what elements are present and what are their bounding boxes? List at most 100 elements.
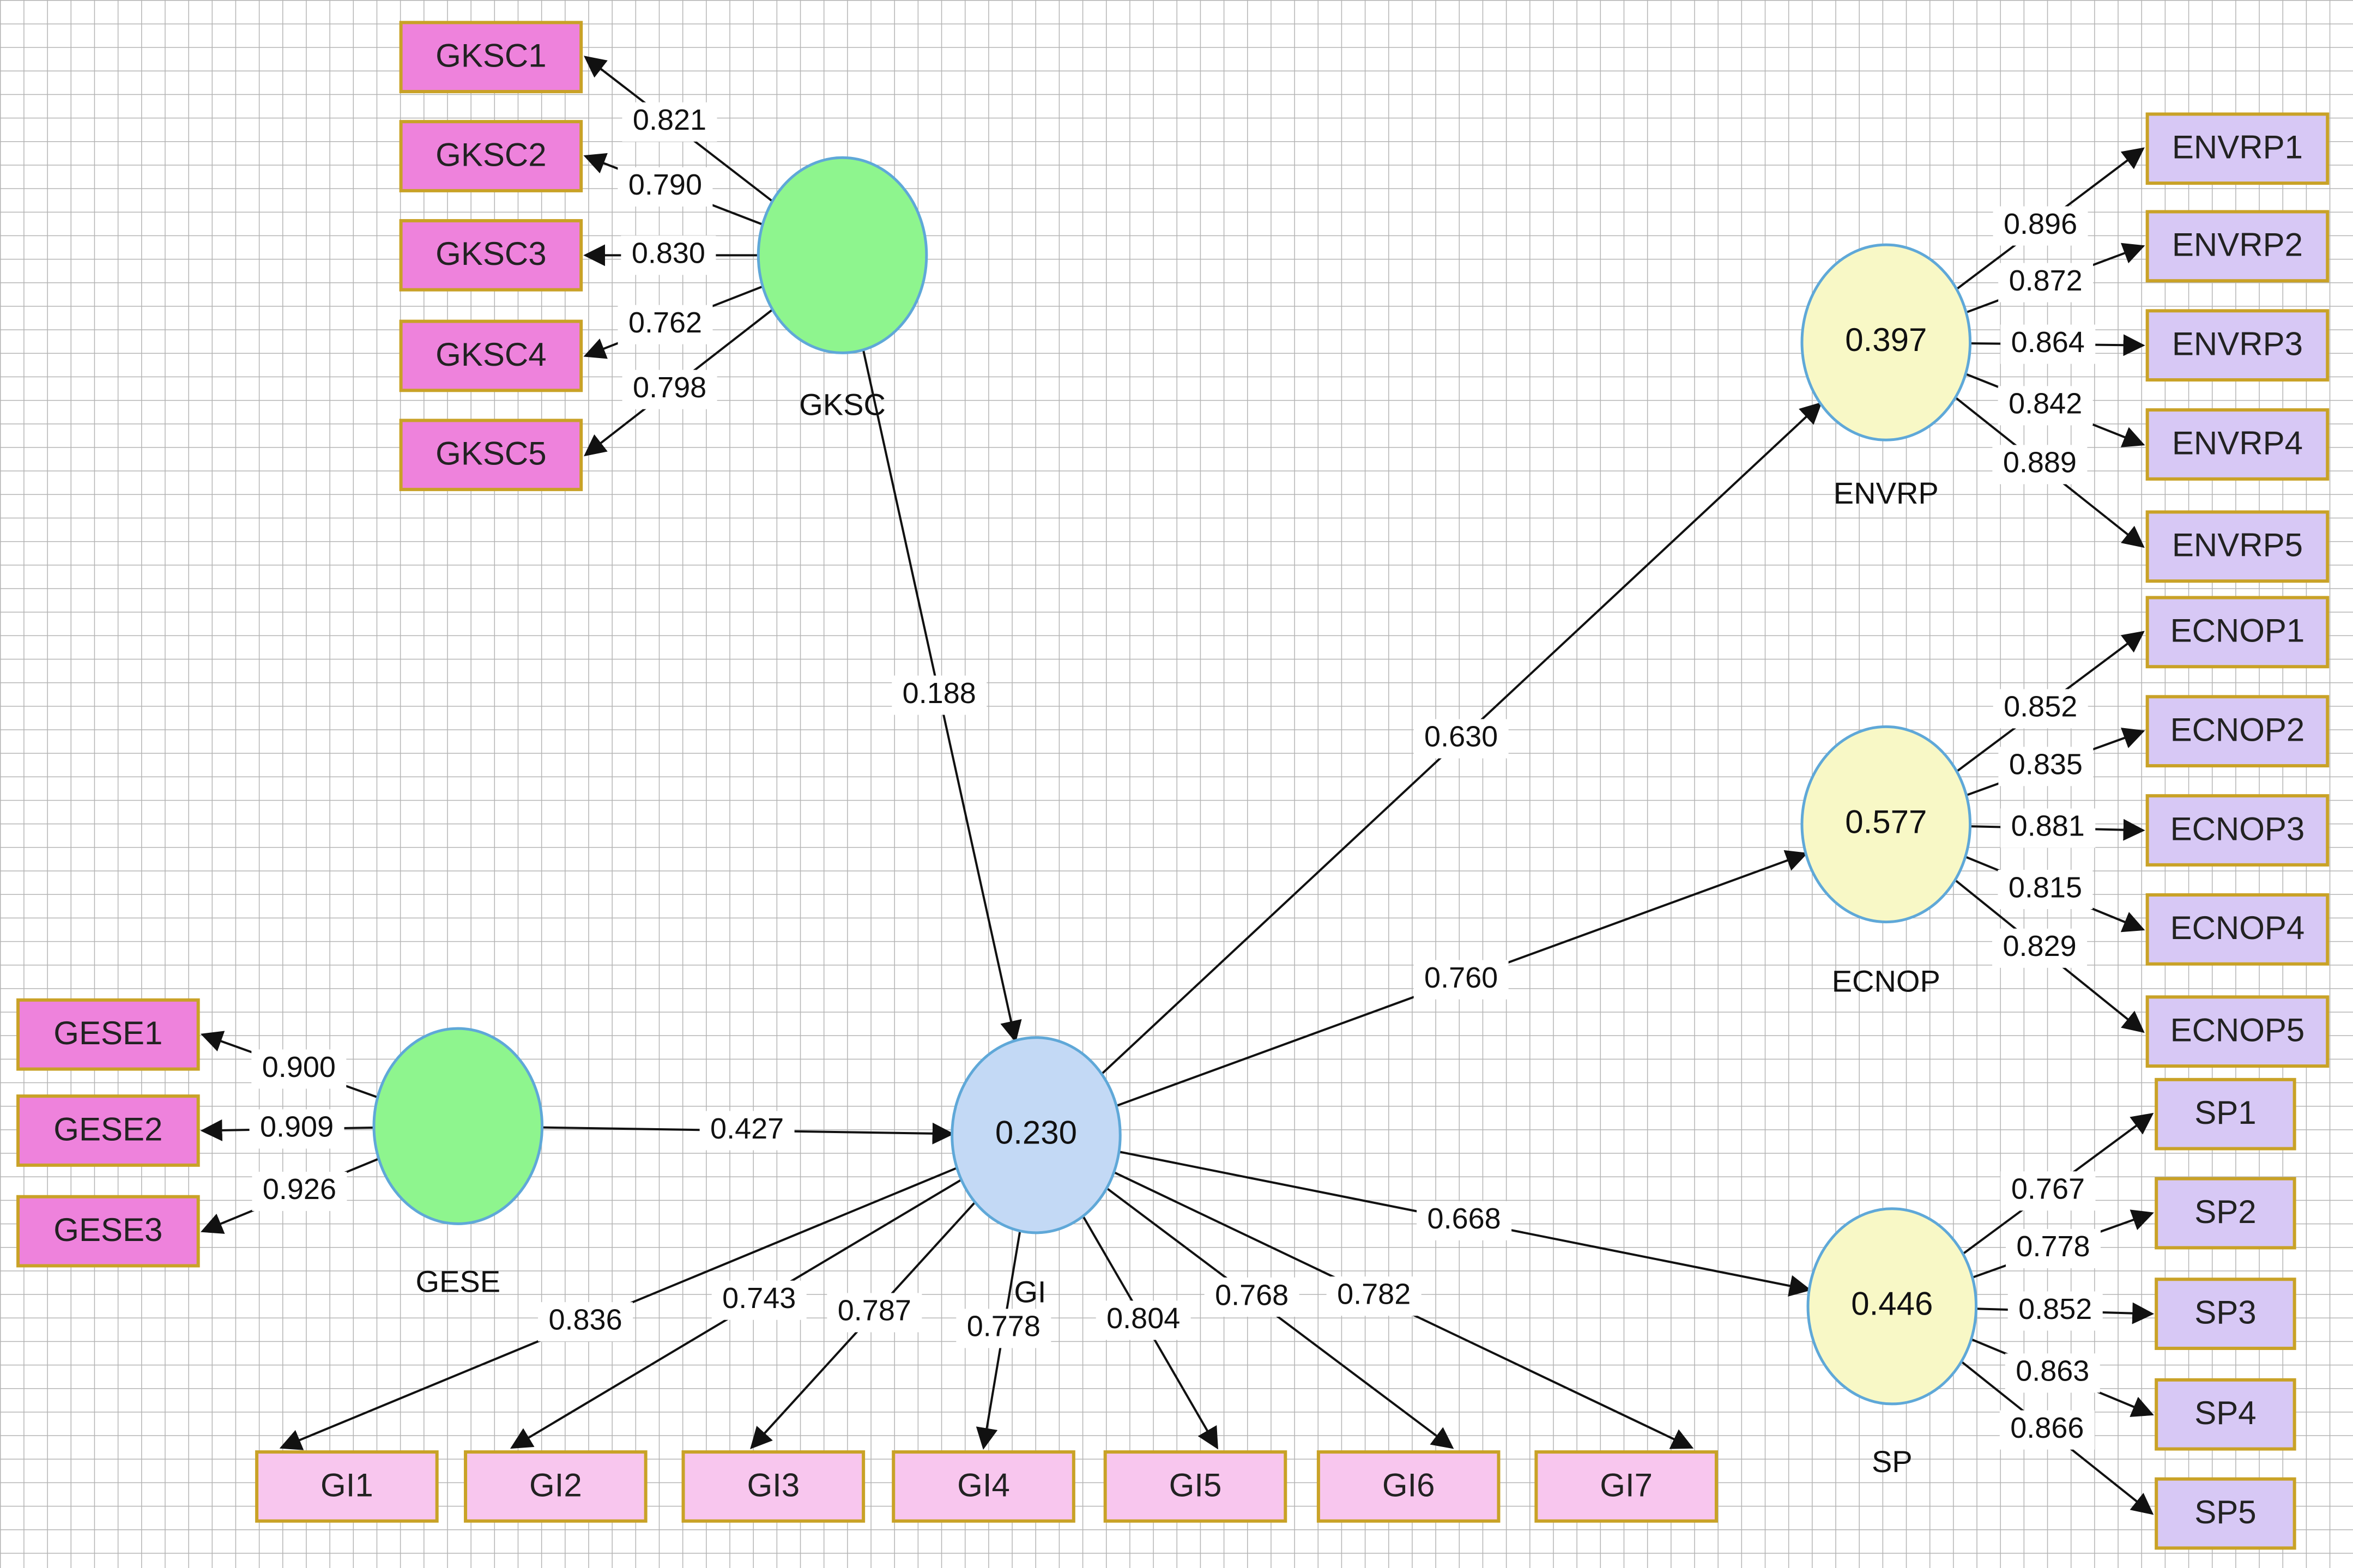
indicator-gksc5[interactable]: GKSC5 (399, 419, 583, 492)
loading-label-gi1-bg (538, 1302, 633, 1342)
loading-label-gksc2: 0.790 (618, 167, 713, 207)
loading-label-sp2-bg (2005, 1228, 2101, 1268)
indicator-label: GKSC1 (435, 38, 546, 74)
indicator-envrp4[interactable]: ENVRP4 (2145, 408, 2330, 481)
loading-label-sp4-text: 0.863 (2016, 1355, 2089, 1388)
path-coef-gi-envrp-text: 0.630 (1424, 721, 1498, 753)
indicator-label: GI3 (747, 1467, 800, 1503)
indicator-label: ECNOP2 (2170, 712, 2305, 748)
loading-label-gi1-text: 0.836 (548, 1303, 622, 1336)
loading-label-gi1: 0.836 (538, 1302, 633, 1342)
indicator-ecnop2[interactable]: ECNOP2 (2145, 695, 2330, 768)
loading-label-gi2: 0.743 (711, 1280, 807, 1320)
loading-label-gi5-bg (1096, 1300, 1191, 1340)
indicator-label: GI6 (1382, 1467, 1435, 1503)
indicator-box (2145, 510, 2330, 583)
path-coef-gksc-gi-bg (892, 675, 987, 715)
indicator-label: GESE1 (53, 1015, 162, 1051)
nodes-layer: GKSC1GKSC2GKSC3GKSC4GKSC5GESE1GESE2GESE3… (16, 21, 2330, 1550)
indicator-gi7[interactable]: GI7 (1534, 1450, 1718, 1523)
loading-label-sp3: 0.852 (2007, 1291, 2103, 1331)
labels-layer: 0.8210.7900.8300.7620.7980.9000.9090.926… (249, 102, 2103, 1450)
indicator-sp4[interactable]: SP4 (2155, 1378, 2296, 1451)
indicator-ecnop1[interactable]: ECNOP1 (2145, 596, 2330, 669)
indicator-gksc3[interactable]: GKSC3 (399, 219, 583, 292)
indicator-box (2145, 893, 2330, 966)
construct-gese[interactable]: GESE (372, 1027, 544, 1298)
indicator-gi5[interactable]: GI5 (1103, 1450, 1287, 1523)
indicator-gksc1[interactable]: GKSC1 (399, 21, 583, 94)
indicator-gese2[interactable]: GESE2 (16, 1094, 200, 1167)
indicator-gese1[interactable]: GESE1 (16, 998, 200, 1071)
loading-label-sp1: 0.767 (2000, 1171, 2096, 1211)
indicator-sp3[interactable]: SP3 (2155, 1278, 2296, 1350)
loading-label-gi7-bg (1326, 1276, 1422, 1316)
indicator-gi2[interactable]: GI2 (464, 1450, 648, 1523)
indicator-box (399, 219, 583, 292)
indicator-box (2155, 1177, 2296, 1250)
indicator-box (399, 21, 583, 94)
indicator-envrp1[interactable]: ENVRP1 (2145, 112, 2330, 185)
indicator-ecnop5[interactable]: ECNOP5 (2145, 995, 2330, 1068)
loading-label-ecnop4: 0.815 (1998, 870, 2093, 910)
loading-label-sp4-bg (2005, 1353, 2100, 1393)
indicator-envrp3[interactable]: ENVRP3 (2145, 309, 2330, 382)
loading-label-ecnop3-bg (2000, 808, 2096, 848)
loading-label-gi7: 0.782 (1326, 1276, 1422, 1316)
indicator-label: ENVRP4 (2172, 425, 2303, 461)
indicator-gi6[interactable]: GI6 (1316, 1450, 1501, 1523)
construct-sp-r2: 0.446 (1851, 1286, 1933, 1322)
indicator-gi3[interactable]: GI3 (681, 1450, 866, 1523)
indicator-envrp5[interactable]: ENVRP5 (2145, 510, 2330, 583)
loading-label-gese1-bg (251, 1049, 347, 1089)
path-coef-gi-sp-text: 0.668 (1427, 1202, 1501, 1235)
indicator-box (255, 1450, 439, 1523)
path-coef-gi-ecnop-bg (1413, 960, 1509, 1000)
construct-gksc[interactable]: GKSC (757, 156, 928, 421)
loading-label-envrp5: 0.889 (1992, 445, 2088, 485)
construct-sp-circle (1806, 1207, 1978, 1406)
loading-label-ecnop3-text: 0.881 (2011, 810, 2085, 843)
indicator-sp5[interactable]: SP5 (2155, 1477, 2296, 1550)
path-coef-gi-envrp-bg (1413, 719, 1509, 759)
indicator-box (399, 319, 583, 392)
loading-label-envrp3-text: 0.864 (2011, 326, 2085, 359)
loading-label-gksc4-text: 0.762 (628, 306, 702, 339)
indicator-envrp2[interactable]: ENVRP2 (2145, 210, 2330, 283)
indicator-label: SP1 (2194, 1094, 2256, 1131)
path-coef-gi-envrp: 0.630 (1413, 719, 1509, 759)
indicator-box (399, 120, 583, 192)
construct-gi-circle (951, 1036, 1122, 1234)
loading-label-gese3-text: 0.926 (263, 1173, 336, 1206)
loading-label-gi6-text: 0.768 (1215, 1279, 1289, 1311)
loading-label-gi3-text: 0.787 (838, 1294, 911, 1327)
loading-label-gi3-bg (827, 1293, 922, 1333)
indicator-gese3[interactable]: GESE3 (16, 1195, 200, 1268)
indicator-ecnop4[interactable]: ECNOP4 (2145, 893, 2330, 966)
indicator-box (2145, 596, 2330, 669)
loading-label-gksc2-bg (618, 167, 713, 207)
loading-label-ecnop3: 0.881 (2000, 808, 2096, 848)
indicator-ecnop3[interactable]: ECNOP3 (2145, 794, 2330, 867)
indicator-gksc4[interactable]: GKSC4 (399, 319, 583, 392)
indicator-gi4[interactable]: GI4 (892, 1450, 1075, 1523)
loading-label-envrp3: 0.864 (2000, 324, 2096, 364)
indicator-gksc2[interactable]: GKSC2 (399, 120, 583, 192)
path-coef-gi-sp-bg (1417, 1201, 1512, 1240)
construct-gksc-label: GKSC (799, 387, 886, 421)
loading-label-ecnop2-bg (1998, 747, 2094, 786)
path-coef-gksc-gi: 0.188 (892, 675, 987, 715)
loading-label-gi2-text: 0.743 (722, 1282, 796, 1315)
path-coef-gksc-gi-text: 0.188 (903, 677, 976, 710)
indicator-box (2145, 794, 2330, 867)
loading-label-envrp4-text: 0.842 (2009, 388, 2082, 420)
indicator-sp2[interactable]: SP2 (2155, 1177, 2296, 1250)
loading-label-envrp1-text: 0.896 (2004, 208, 2077, 240)
loading-label-gksc2-text: 0.790 (628, 168, 702, 201)
indicator-gi1[interactable]: GI1 (255, 1450, 439, 1523)
indicator-sp1[interactable]: SP1 (2155, 1077, 2296, 1151)
